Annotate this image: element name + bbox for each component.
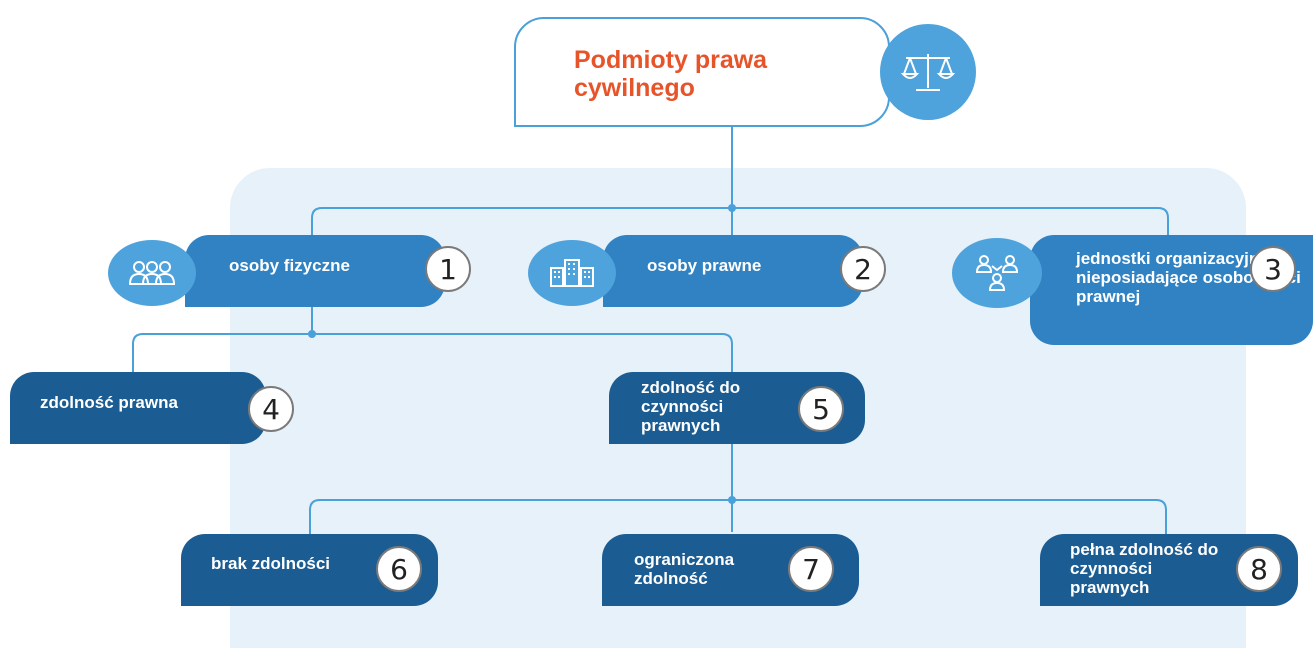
root-title: Podmioty prawa cywilnego [574,46,768,102]
number-badge-5: 5 [798,386,844,432]
scales-icon [880,24,976,120]
number-badge-7: 7 [788,546,834,592]
number-badge-8: 8 [1236,546,1282,592]
number-badge-2: 2 [840,246,886,292]
number-badge-4: 4 [248,386,294,432]
node-label: brak zdolności [211,554,331,573]
number-badge-6: 6 [376,546,422,592]
node-legal-capacity: zdolność prawna [10,372,266,444]
node-label: pełna zdolność do czynności prawnych [1070,540,1219,597]
node-label: jednostki organizacyjne nieposiadające o… [1076,249,1301,306]
network-people-icon [952,238,1042,308]
number-badge-1: 1 [425,246,471,292]
number-badge-3: 3 [1250,246,1296,292]
node-label: ograniczona zdolność [634,550,735,588]
node-label: zdolność prawna [40,393,178,412]
node-natural-persons: osoby fizyczne [185,235,445,307]
node-legal-persons: osoby prawne [603,235,863,307]
people-icon [108,240,196,306]
node-label: osoby prawne [647,256,762,275]
node-label: osoby fizyczne [229,256,350,275]
node-label: zdolność do czynności prawnych [641,378,741,435]
buildings-icon [528,240,616,306]
root-box [514,17,890,127]
